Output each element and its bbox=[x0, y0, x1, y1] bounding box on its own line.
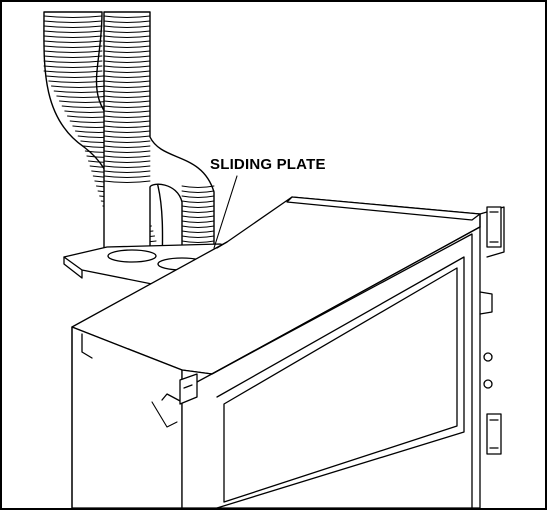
duct-rib bbox=[182, 216, 214, 218]
right-flex-duct bbox=[104, 12, 214, 264]
duct-rib bbox=[104, 51, 150, 53]
duct-rib bbox=[104, 91, 150, 93]
duct-rib bbox=[49, 81, 105, 83]
duct-rib bbox=[44, 26, 102, 28]
duct-rib bbox=[104, 86, 150, 88]
door-hinge bbox=[180, 374, 197, 404]
sliding-plate-label: SLIDING PLATE bbox=[210, 156, 326, 173]
duct-rib bbox=[182, 196, 214, 198]
duct-rib bbox=[182, 211, 214, 213]
duct-rib bbox=[182, 241, 214, 243]
duct-rib bbox=[104, 46, 150, 48]
duct-rib bbox=[182, 186, 214, 188]
duct-rib bbox=[44, 61, 102, 63]
duct-rib bbox=[104, 126, 150, 128]
duct-rib bbox=[104, 181, 150, 183]
top-cover-plate bbox=[287, 197, 480, 220]
duct-rib bbox=[104, 171, 150, 173]
duct-rib bbox=[104, 116, 150, 118]
duct-rib bbox=[104, 166, 150, 168]
duct-rib bbox=[104, 96, 150, 98]
duct-rib bbox=[104, 136, 150, 138]
duct-rib bbox=[182, 221, 214, 223]
duct-rib bbox=[182, 231, 214, 233]
duct-rib bbox=[44, 51, 102, 53]
duct-rib bbox=[104, 61, 150, 63]
duct-rib bbox=[44, 36, 102, 38]
duct-rib bbox=[104, 81, 150, 83]
duct-rib bbox=[104, 121, 150, 123]
side-brackets bbox=[480, 207, 504, 454]
duct-rib bbox=[182, 226, 214, 228]
duct-rib bbox=[44, 66, 102, 68]
duct-rib bbox=[104, 161, 150, 163]
duct-rib bbox=[104, 156, 150, 158]
duct-rib bbox=[44, 71, 102, 73]
duct-rib bbox=[182, 206, 214, 208]
duct-rib bbox=[104, 26, 150, 28]
duct-rib bbox=[104, 111, 150, 113]
duct-rib bbox=[104, 141, 150, 143]
duct-rib bbox=[44, 46, 102, 48]
duct-rib bbox=[44, 31, 102, 33]
duct-rib bbox=[104, 21, 150, 23]
duct-rib bbox=[104, 151, 150, 153]
duct-rib bbox=[104, 101, 150, 103]
duct-rib bbox=[104, 41, 150, 43]
duct-rib bbox=[104, 106, 150, 108]
duct-rib bbox=[104, 36, 150, 38]
insert-front-face bbox=[182, 227, 480, 508]
duct-rib bbox=[104, 56, 150, 58]
duct-rib bbox=[104, 31, 150, 33]
duct-rib bbox=[104, 176, 150, 178]
duct-rib bbox=[51, 86, 106, 88]
callout-leader bbox=[214, 176, 237, 248]
duct-rib bbox=[104, 16, 150, 18]
duct-rib bbox=[44, 41, 102, 43]
duct-rib bbox=[44, 21, 102, 23]
duct-rib bbox=[182, 191, 214, 193]
duct-rib bbox=[44, 56, 102, 58]
duct-rib bbox=[104, 76, 150, 78]
duct-rib bbox=[46, 76, 103, 78]
duct-rib bbox=[104, 131, 150, 133]
duct-rib bbox=[44, 16, 102, 18]
left-collar bbox=[108, 250, 156, 262]
duct-rib bbox=[104, 71, 150, 73]
duct-rib bbox=[182, 201, 214, 203]
duct-rib bbox=[182, 236, 214, 238]
duct-rib bbox=[104, 66, 150, 68]
duct-rib bbox=[104, 146, 150, 148]
